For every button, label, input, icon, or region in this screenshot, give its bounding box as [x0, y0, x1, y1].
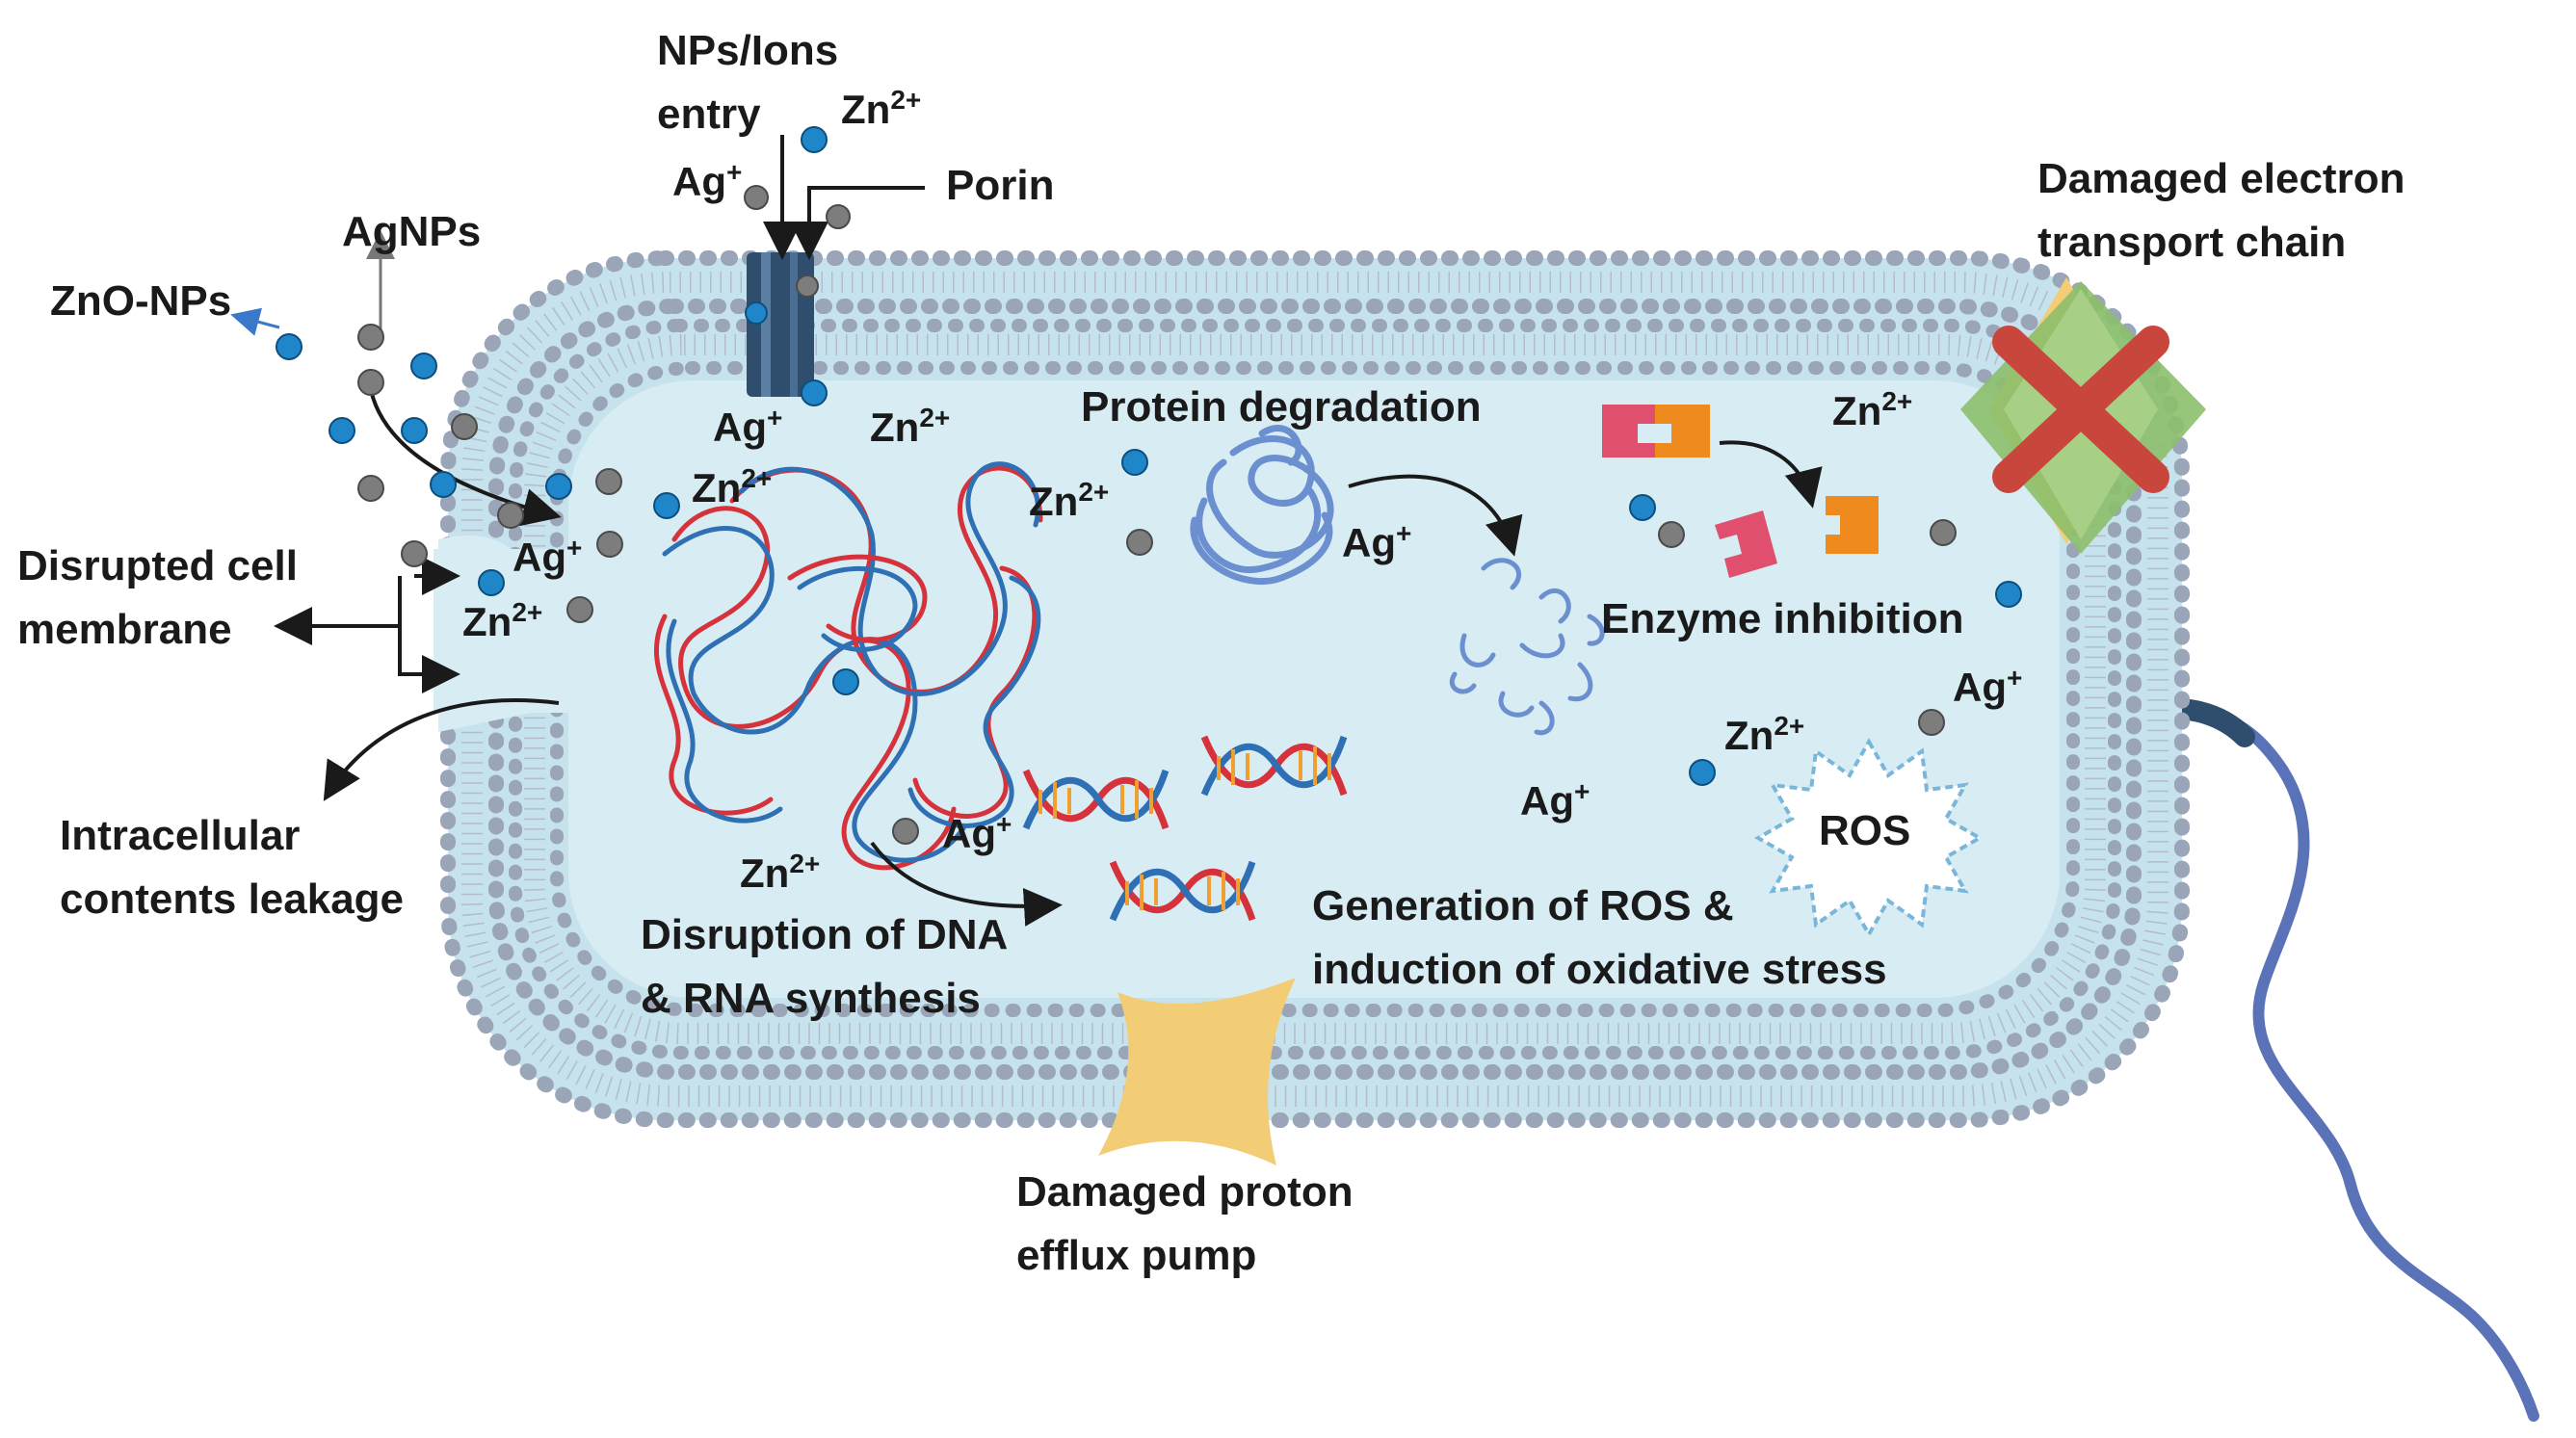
enzyme-inhibited-orange — [1826, 496, 1879, 554]
ion-ag: Ag+ — [1342, 518, 1412, 566]
label-agnps: AgNPs — [342, 208, 482, 255]
label-nps-ions-entry: NPs/Ions entry — [657, 27, 839, 138]
dna-tangle — [653, 461, 1043, 871]
label-disrupted-membrane: Disrupted cell membrane — [17, 542, 298, 653]
degraded-protein — [1450, 558, 1605, 736]
ros-burst — [1753, 737, 1985, 939]
zn-particles — [276, 126, 2022, 786]
label-zno-nps: ZnO-NPs — [50, 277, 232, 325]
label-ros: ROS — [1819, 807, 1911, 854]
ag-particles — [357, 185, 1957, 845]
dna-helix-2 — [1200, 735, 1348, 797]
cell-envelope — [434, 250, 2190, 1128]
ion-ag: Ag+ — [1953, 663, 2023, 711]
label-porin: Porin — [946, 162, 1055, 209]
label-proton-pump: Damaged proton efflux pump — [1016, 1168, 1354, 1279]
ion-zn: Zn2+ — [1724, 711, 1805, 759]
label-protein-degradation: Protein degradation — [1081, 383, 1482, 431]
ion-zn: Zn2+ — [462, 597, 543, 645]
ion-ag: Ag+ — [672, 157, 743, 205]
ion-zn: Zn2+ — [1832, 386, 1913, 434]
arrows — [230, 135, 1823, 927]
ion-zn: Zn2+ — [740, 849, 821, 897]
ion-zn: Zn2+ — [1029, 477, 1110, 525]
enzyme-inhibited-pink — [1715, 510, 1777, 578]
proton-efflux-pump — [1098, 978, 1296, 1165]
label-leakage: Intracellular contents leakage — [60, 812, 405, 923]
porin-channel — [747, 252, 814, 397]
dna-helix-3 — [1109, 860, 1256, 922]
ion-zn: Zn2+ — [841, 85, 922, 133]
label-ros-generation: Generation of ROS & induction of oxidati… — [1312, 882, 1887, 993]
label-damaged-etc: Damaged electron transport chain — [2037, 155, 2405, 266]
folded-protein — [1190, 425, 1334, 586]
ion-ag: Ag+ — [942, 809, 1012, 857]
ion-zn: Zn2+ — [692, 463, 773, 511]
ion-ag: Ag+ — [1520, 776, 1590, 824]
cross-icon — [1992, 326, 2169, 493]
dna-helix-1 — [1022, 769, 1170, 830]
enzyme-active — [1602, 405, 1710, 458]
label-enzyme-inhibition: Enzyme inhibition — [1601, 595, 1964, 642]
label-dna-rna: Disruption of DNA & RNA synthesis — [641, 911, 1009, 1022]
ion-zn: Zn2+ — [870, 403, 951, 451]
ion-ag: Ag+ — [713, 403, 783, 451]
ion-ag: Ag+ — [513, 533, 583, 581]
